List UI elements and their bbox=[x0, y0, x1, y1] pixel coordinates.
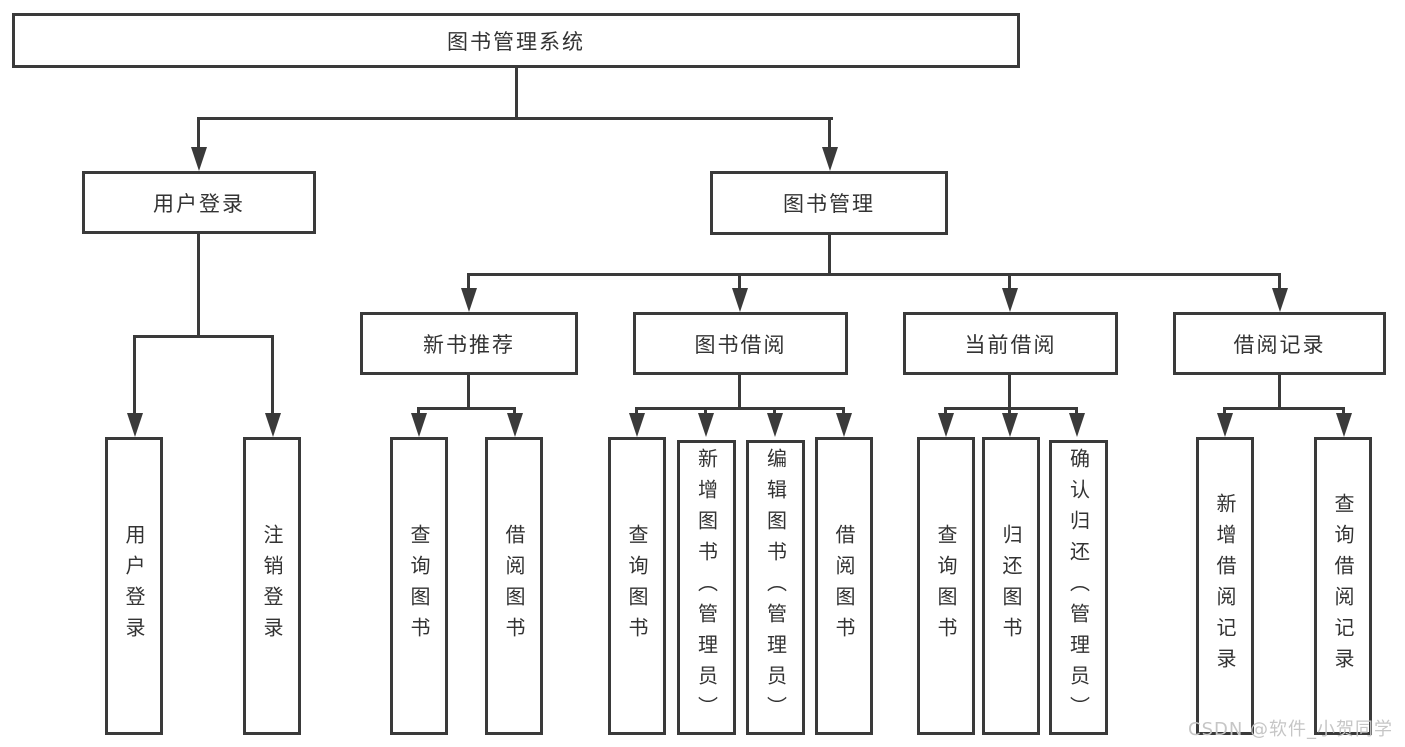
tree-node-leaf-login: 用户登录 bbox=[105, 437, 163, 735]
arrowhead-icon bbox=[822, 147, 838, 171]
tree-node-leaf-nb-search: 查询图书 bbox=[390, 437, 448, 735]
connector-stem bbox=[467, 375, 470, 410]
connector-arm bbox=[467, 273, 470, 291]
leaf-label: 查询图书 bbox=[934, 524, 958, 648]
connector-arm bbox=[513, 407, 516, 415]
arrowhead-icon bbox=[1002, 413, 1018, 437]
watermark: CSDN @软件_小贺同学 bbox=[1188, 719, 1394, 740]
tree-node-leaf-cb-return: 归还图书 bbox=[982, 437, 1040, 735]
tree-node-leaf-cb-confirm: 确认归还（管理员） bbox=[1049, 440, 1108, 735]
connector-arm bbox=[1075, 407, 1078, 415]
connector-root-stem bbox=[515, 68, 518, 118]
connector-level2 bbox=[197, 117, 833, 120]
connector-arm bbox=[1278, 273, 1281, 291]
connector-arm bbox=[842, 407, 845, 415]
connector-arm bbox=[1008, 407, 1011, 415]
tree-node-leaf-rec-search: 查询借阅记录 bbox=[1314, 437, 1372, 735]
connector-arm bbox=[1008, 273, 1011, 291]
tree-node-leaf-nb-borrow: 借阅图书 bbox=[485, 437, 543, 735]
arrowhead-icon bbox=[1002, 288, 1018, 312]
connector-arm bbox=[197, 117, 200, 148]
connector-arm bbox=[944, 407, 947, 415]
arrowhead-icon bbox=[767, 413, 783, 437]
connector-arm bbox=[133, 335, 136, 415]
connector-stem bbox=[1008, 375, 1011, 410]
connector-user-login-group bbox=[133, 335, 274, 338]
arrowhead-icon bbox=[698, 413, 714, 437]
connector-stem bbox=[828, 234, 831, 276]
tree-node-leaf-cb-search: 查询图书 bbox=[917, 437, 975, 735]
connector-stem bbox=[197, 234, 200, 336]
tree-node-new-books: 新书推荐 bbox=[360, 312, 578, 375]
leaf-label: 新增图书（管理员） bbox=[694, 448, 719, 727]
leaf-label: 用户登录 bbox=[122, 524, 146, 648]
arrowhead-icon bbox=[1336, 413, 1352, 437]
leaf-label: 借阅图书 bbox=[502, 524, 526, 648]
leaf-label: 注销登录 bbox=[260, 524, 284, 648]
connector-arm bbox=[635, 407, 638, 415]
arrowhead-icon bbox=[938, 413, 954, 437]
tree-node-leaf-logout: 注销登录 bbox=[243, 437, 301, 735]
arrowhead-icon bbox=[411, 413, 427, 437]
arrowhead-icon bbox=[1272, 288, 1288, 312]
tree-node-leaf-rec-add: 新增借阅记录 bbox=[1196, 437, 1254, 735]
connector-arm bbox=[738, 273, 741, 291]
leaf-label: 查询图书 bbox=[407, 524, 431, 648]
tree-node-root: 图书管理系统 bbox=[12, 13, 1020, 68]
tree-node-book-borrow: 图书借阅 bbox=[633, 312, 848, 375]
tree-node-borrow-records: 借阅记录 bbox=[1173, 312, 1386, 375]
arrowhead-icon bbox=[732, 288, 748, 312]
connector-borrow-records-group bbox=[1223, 407, 1345, 410]
connector-arm bbox=[828, 117, 831, 148]
connector-arm bbox=[704, 407, 707, 415]
connector-stem bbox=[1278, 375, 1281, 410]
arrowhead-icon bbox=[836, 413, 852, 437]
arrowhead-icon bbox=[191, 147, 207, 171]
arrowhead-icon bbox=[265, 413, 281, 437]
tree-node-leaf-bb-search: 查询图书 bbox=[608, 437, 666, 735]
tree-node-leaf-bb-borrow: 借阅图书 bbox=[815, 437, 873, 735]
tree-node-leaf-bb-add: 新增图书（管理员） bbox=[677, 440, 736, 735]
arrowhead-icon bbox=[507, 413, 523, 437]
connector-book-borrow-group bbox=[635, 407, 845, 410]
tree-node-current-borrow: 当前借阅 bbox=[903, 312, 1118, 375]
connector-stem bbox=[738, 375, 741, 410]
arrowhead-icon bbox=[1069, 413, 1085, 437]
connector-arm bbox=[271, 335, 274, 415]
connector-arm bbox=[773, 407, 776, 415]
connector-arm bbox=[417, 407, 420, 415]
connector-level3 bbox=[467, 273, 1281, 276]
leaf-label: 查询图书 bbox=[625, 524, 649, 648]
connector-new-books-group bbox=[417, 407, 516, 410]
connector-current-borrow-group bbox=[944, 407, 1078, 410]
leaf-label: 归还图书 bbox=[999, 524, 1023, 648]
arrowhead-icon bbox=[1217, 413, 1233, 437]
leaf-label: 编辑图书（管理员） bbox=[763, 448, 788, 727]
tree-node-book-mgmt: 图书管理 bbox=[710, 171, 948, 235]
arrowhead-icon bbox=[127, 413, 143, 437]
arrowhead-icon bbox=[461, 288, 477, 312]
leaf-label: 查询借阅记录 bbox=[1331, 493, 1355, 679]
connector-arm bbox=[1223, 407, 1226, 415]
connector-arm bbox=[1342, 407, 1345, 415]
tree-node-leaf-bb-edit: 编辑图书（管理员） bbox=[746, 440, 805, 735]
leaf-label: 借阅图书 bbox=[832, 524, 856, 648]
leaf-label: 确认归还（管理员） bbox=[1066, 448, 1091, 727]
tree-node-user-login: 用户登录 bbox=[82, 171, 316, 234]
leaf-label: 新增借阅记录 bbox=[1213, 493, 1237, 679]
arrowhead-icon bbox=[629, 413, 645, 437]
